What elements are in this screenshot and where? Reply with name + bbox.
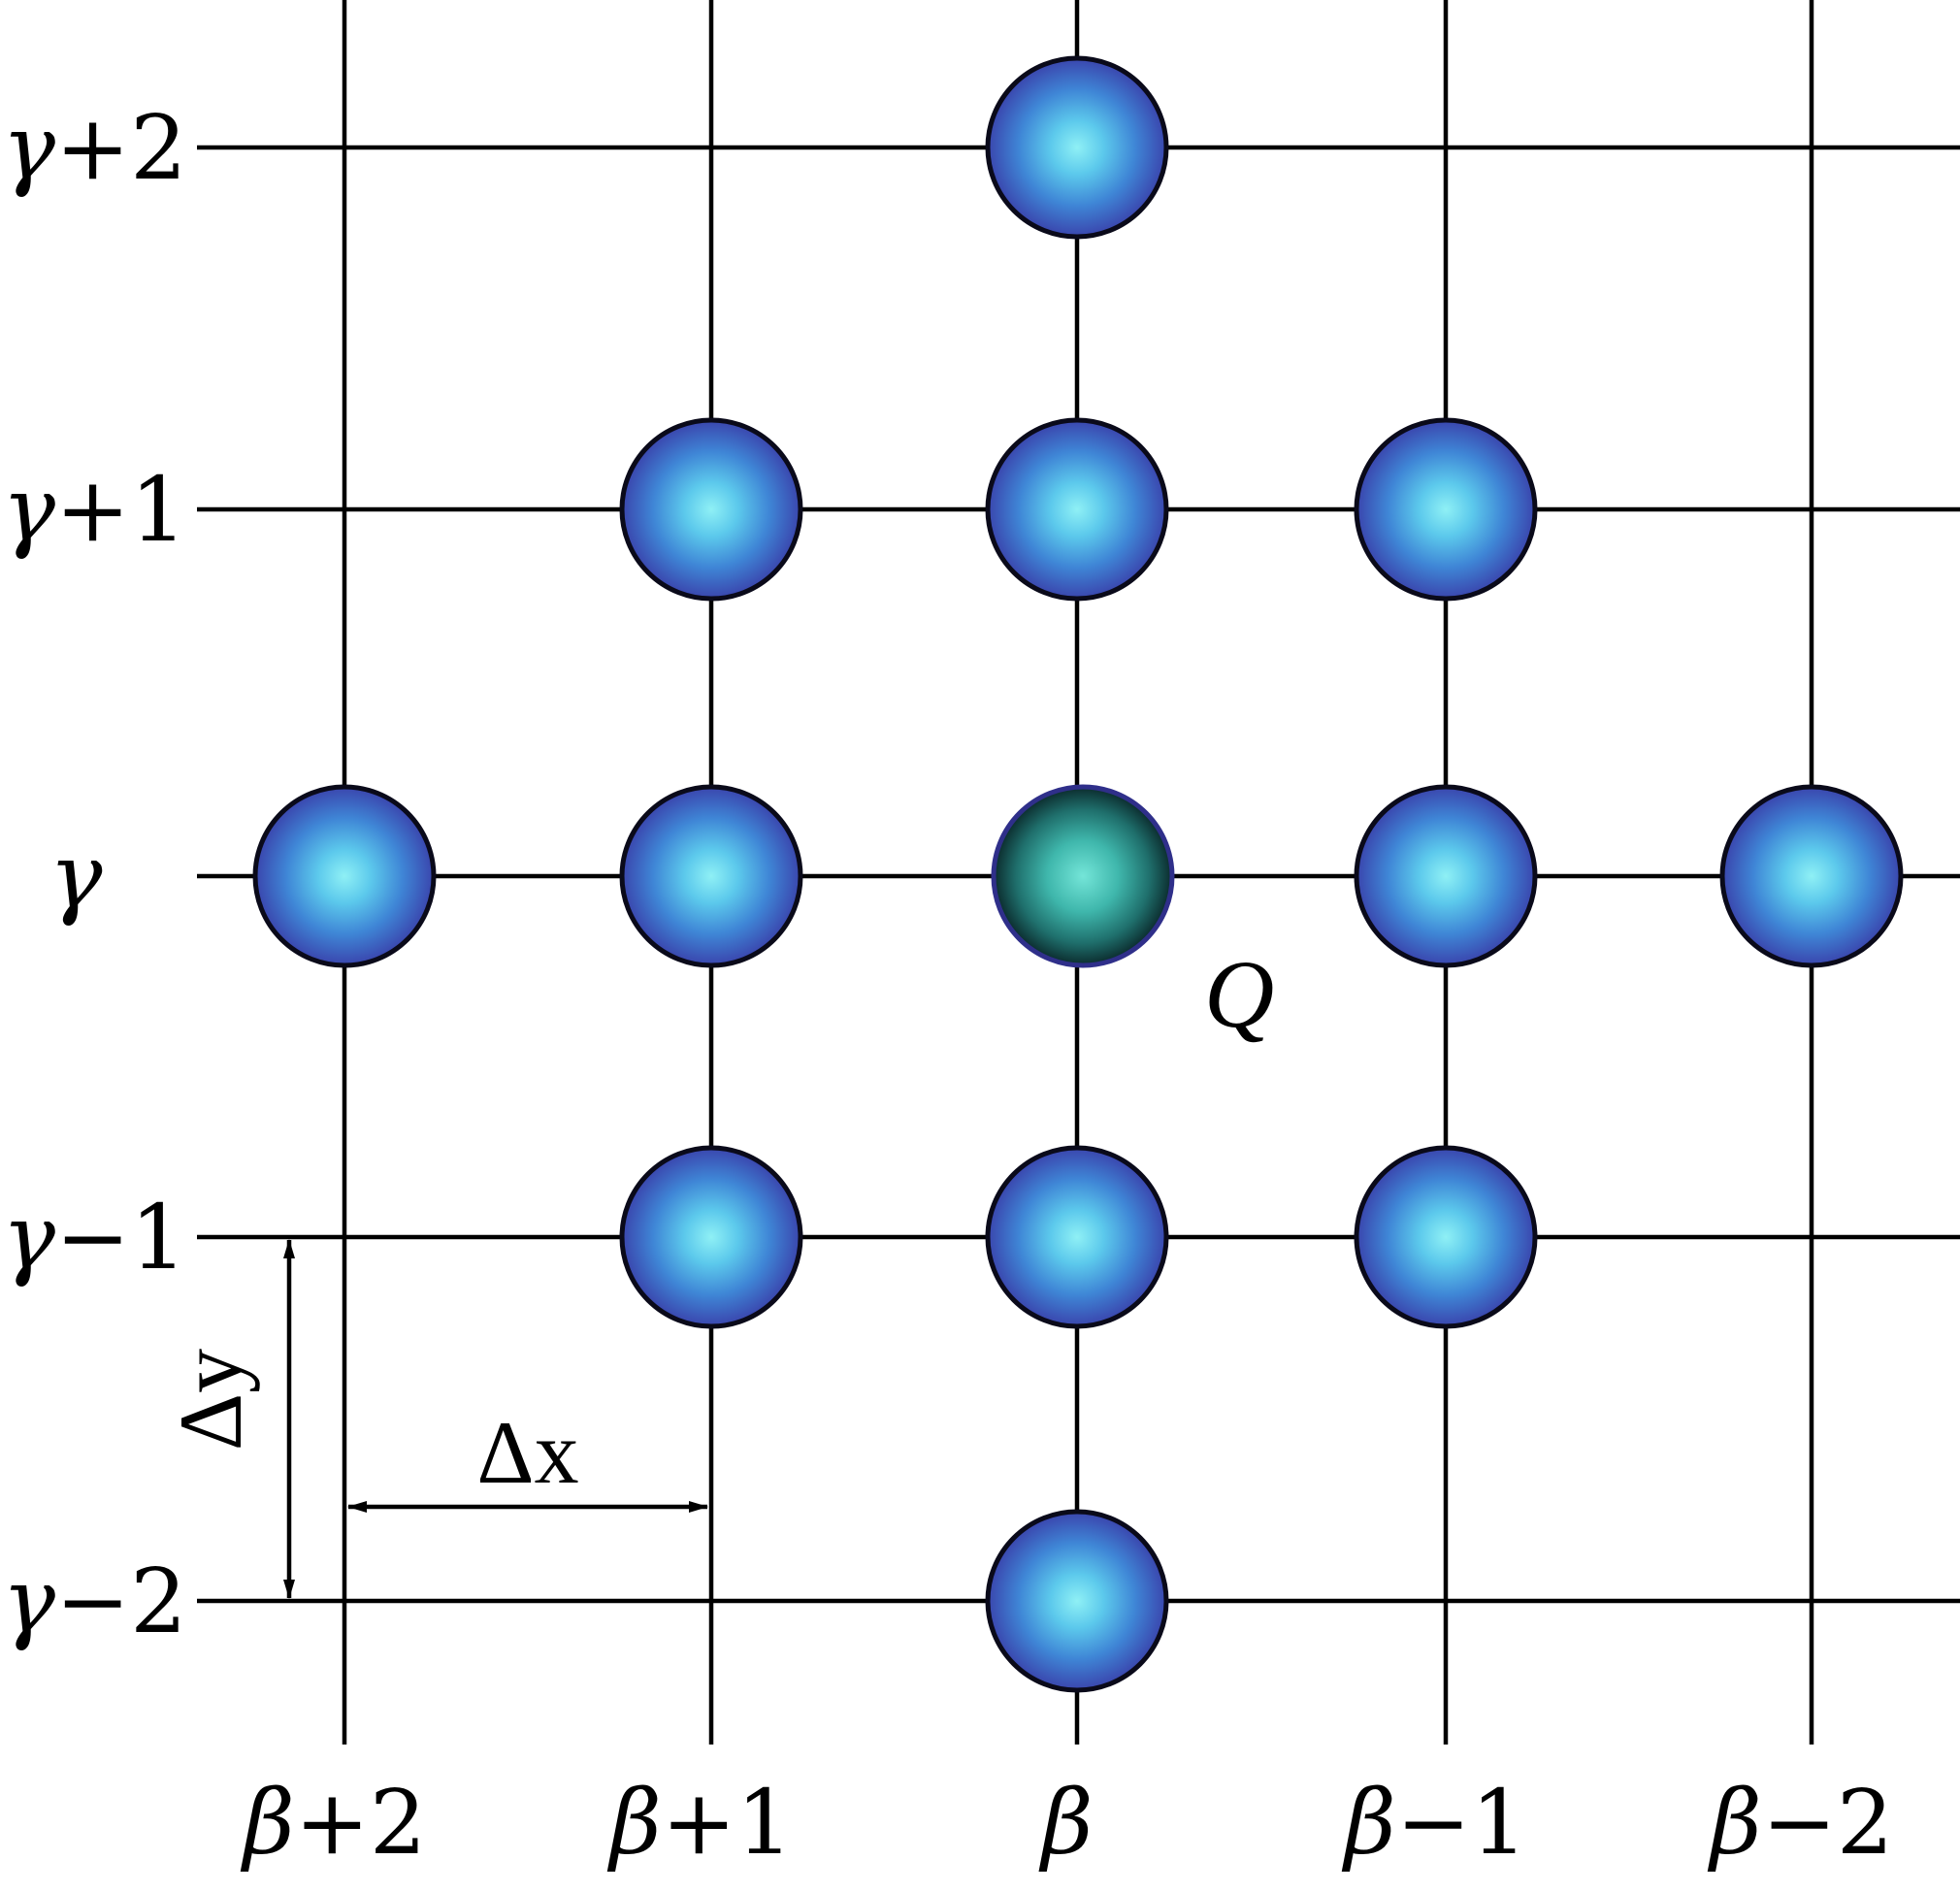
grid-node — [619, 784, 803, 968]
grid-node — [985, 1145, 1169, 1329]
axis-labels: β+2 β+1 β β−1 β−2 γ+2 γ+1 γ γ−1 γ−2 — [2, 96, 1893, 1875]
row-label: γ−1 — [2, 1186, 187, 1289]
row-label: γ−2 — [2, 1549, 187, 1653]
grid-node — [985, 1509, 1169, 1693]
center-node-label: Q — [1204, 940, 1274, 1048]
dy-label: Δy — [161, 1349, 260, 1451]
row-label: γ+1 — [2, 458, 187, 562]
grid-node — [619, 1145, 803, 1329]
grid-node — [1354, 1145, 1538, 1329]
grid-node — [252, 784, 437, 968]
row-label: γ — [49, 825, 104, 929]
dimension-annotations: Δx Δy — [161, 1239, 708, 1599]
grid-node — [1719, 784, 1904, 968]
column-label: β−1 — [1342, 1771, 1528, 1875]
column-label: β+1 — [607, 1771, 794, 1875]
grid-node — [985, 55, 1169, 240]
row-label: γ+2 — [2, 96, 187, 200]
column-label: β — [1038, 1771, 1093, 1875]
dx-label: Δx — [476, 1403, 578, 1502]
column-label: β+2 — [241, 1771, 427, 1875]
grid-node — [1354, 784, 1538, 968]
grid-node — [1354, 417, 1538, 602]
grid-nodes — [252, 55, 1904, 1693]
grid-node — [985, 417, 1169, 602]
grid-node — [619, 417, 803, 602]
column-label: β−2 — [1708, 1771, 1894, 1875]
center-node — [991, 784, 1175, 968]
